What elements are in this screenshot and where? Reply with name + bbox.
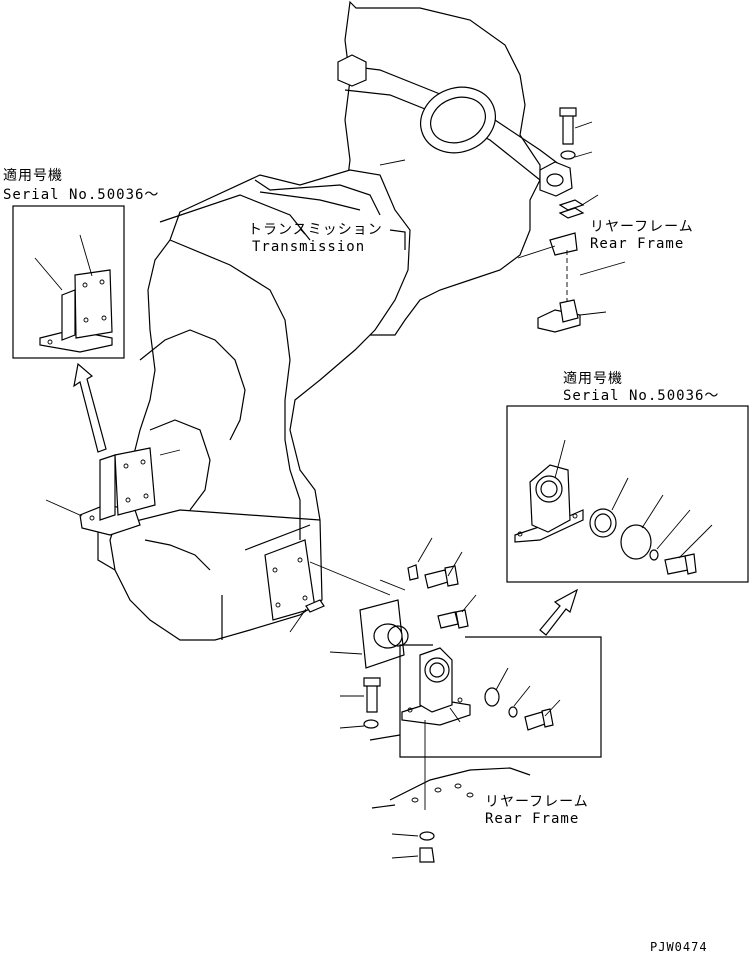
- drawing-code: PJW0474: [650, 940, 708, 954]
- left-leaders: [45, 449, 181, 517]
- rear-frame-bottom-label-en: Rear Frame: [485, 811, 579, 827]
- center-bolts: [407, 537, 477, 629]
- serial-right: Serial No.50036～: [563, 388, 719, 404]
- rear-frame-top-label-jp: リヤーフレーム: [590, 219, 694, 235]
- left-mount-bracket: [79, 447, 156, 536]
- applicable-right-jp: 適用号機: [563, 370, 623, 387]
- transmission-label-jp: トランスミッション: [248, 222, 383, 238]
- left-inset-arrow: [73, 362, 107, 453]
- rear-frame-bottom-label-jp: リヤーフレーム: [485, 794, 589, 810]
- right-inset: [506, 405, 749, 583]
- rear-frame-top-label-en: Rear Frame: [590, 236, 684, 252]
- transmission-label-en: Transmission: [252, 239, 365, 255]
- serial-left: Serial No.50036～: [3, 187, 159, 203]
- applicable-left-jp: 適用号機: [3, 167, 63, 184]
- center-mount-assembly: [264, 539, 409, 729]
- bottom-center-inset: [369, 636, 602, 810]
- right-inset-arrow: [539, 588, 579, 636]
- top-right-parts: [379, 107, 626, 333]
- bottom-rear-frame: [371, 767, 531, 863]
- left-inset: [12, 205, 125, 359]
